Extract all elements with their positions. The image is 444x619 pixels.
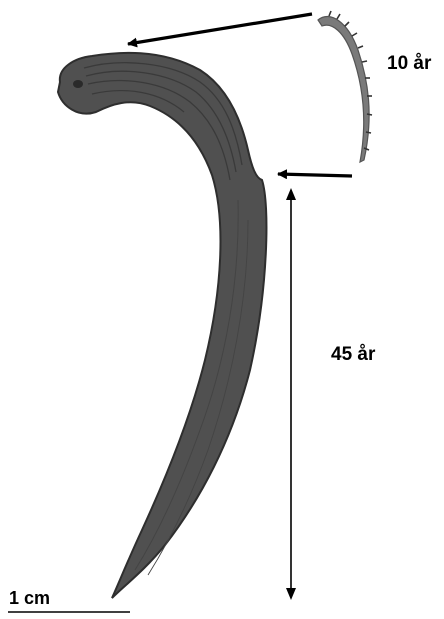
small-specimen bbox=[318, 11, 372, 162]
arrow-to-top bbox=[128, 14, 312, 44]
age-label-45: 45 år bbox=[331, 344, 375, 366]
scale-label: 1 cm bbox=[9, 588, 50, 609]
arrow-to-middle bbox=[278, 174, 352, 176]
large-specimen bbox=[58, 53, 266, 598]
small-specimen-body bbox=[318, 17, 369, 162]
specimen-eye bbox=[73, 80, 83, 88]
age-label-10: 10 år bbox=[387, 53, 431, 75]
